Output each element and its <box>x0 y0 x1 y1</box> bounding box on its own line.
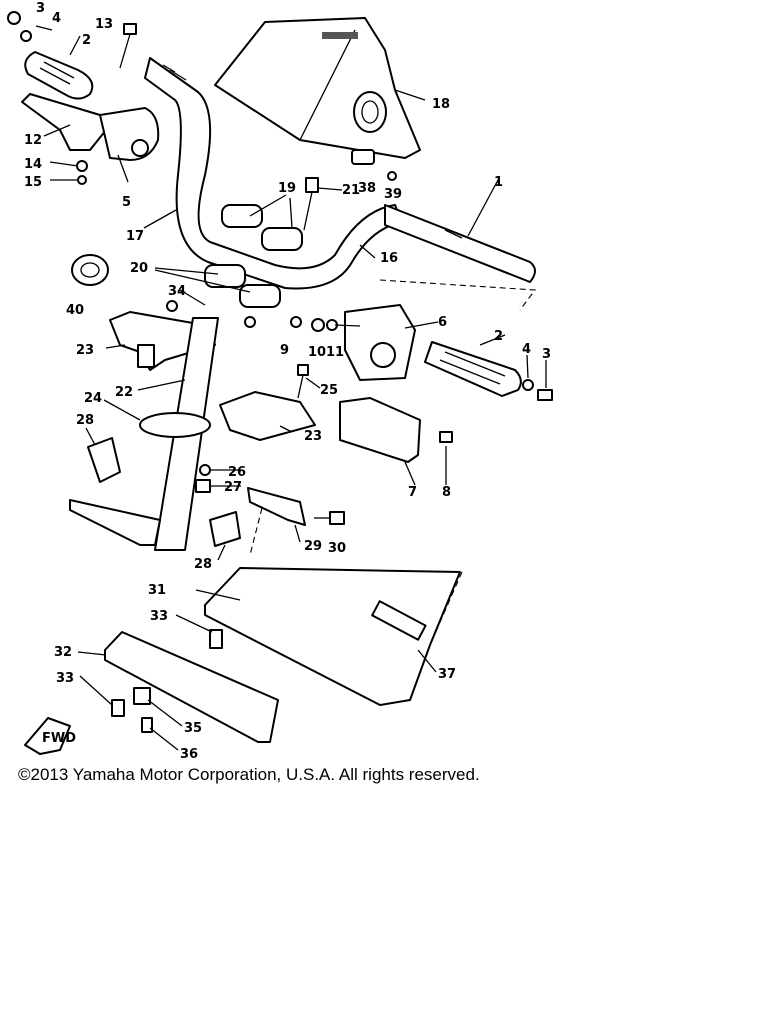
callout-3-right: 3 <box>542 347 551 362</box>
throttle-housing <box>344 304 416 381</box>
holder-bolt <box>303 177 319 231</box>
grip-end-bolt-left <box>7 11 32 42</box>
throttle-cover <box>339 397 421 463</box>
holder-upper <box>221 204 303 251</box>
callout-26: 26 <box>228 465 246 480</box>
callout-8: 8 <box>442 485 451 500</box>
callout-33: 33 <box>150 609 168 624</box>
clamp-ring <box>71 254 109 286</box>
callout-23-lower: 23 <box>304 429 322 444</box>
lever-pivot-bolt <box>119 23 137 69</box>
callout-20: 20 <box>130 261 148 276</box>
callout-16: 16 <box>380 251 398 266</box>
steering-column <box>139 317 219 551</box>
callout-11: 11 <box>326 345 344 360</box>
lower-bracket <box>104 631 279 743</box>
callout-37: 37 <box>438 667 456 682</box>
callout-28: 28 <box>76 413 94 428</box>
callout-27: 27 <box>224 480 242 495</box>
column-bracket-bolt <box>314 511 345 525</box>
handlebar-cover <box>214 17 421 159</box>
callout-4-right: 4 <box>522 342 531 357</box>
steering-bracket-lower <box>219 391 316 441</box>
callout-10: 10 <box>308 345 326 360</box>
lever-bracket <box>99 107 160 161</box>
callout-36: 36 <box>180 747 198 762</box>
callout-39: 39 <box>384 187 402 202</box>
callout-9: 9 <box>280 343 289 358</box>
holder-lower <box>204 264 281 308</box>
callout-17: 17 <box>126 229 144 244</box>
column-spring <box>195 464 211 493</box>
throttle-screw-set <box>290 316 361 332</box>
callout-3: 3 <box>36 1 45 16</box>
callout-5: 5 <box>122 195 131 210</box>
lower-bracket-nut <box>133 687 153 733</box>
callout-24: 24 <box>84 391 102 406</box>
callout-6: 6 <box>438 315 447 330</box>
callout-32: 32 <box>54 645 72 660</box>
callout-30: 30 <box>328 541 346 556</box>
callout-12: 12 <box>24 133 42 148</box>
callout-28-lower: 28 <box>194 557 212 572</box>
steering-bracket-upper <box>109 311 216 371</box>
bracket-bolt <box>297 364 309 399</box>
callout-25: 25 <box>320 383 338 398</box>
grip-right <box>424 341 522 397</box>
lever-nut <box>76 160 88 185</box>
callout-22: 22 <box>115 385 133 400</box>
callout-33-lower: 33 <box>56 671 74 686</box>
copyright-notice: ©2013 Yamaha Motor Corporation, U.S.A. A… <box>18 765 480 784</box>
column-bushing-lower <box>209 511 241 547</box>
callout-31: 31 <box>148 583 166 598</box>
throttle-tube <box>379 204 537 311</box>
callout-2: 2 <box>82 33 91 48</box>
callout-40: 40 <box>66 303 84 318</box>
callout-14: 14 <box>24 157 42 172</box>
callout-23: 23 <box>76 343 94 358</box>
callout-18: 18 <box>432 97 450 112</box>
callouts: 3 4 2 13 12 14 15 5 17 18 1 16 19 21 38 … <box>24 1 551 762</box>
callout-35: 35 <box>184 721 202 736</box>
pinch-bolt <box>166 300 256 328</box>
callout-21: 21 <box>342 183 360 198</box>
callout-19: 19 <box>278 181 296 196</box>
callout-15: 15 <box>24 175 42 190</box>
leader-lines <box>35 25 547 751</box>
steering-arm <box>69 499 161 546</box>
grip-left <box>24 51 94 100</box>
callout-4: 4 <box>52 11 61 26</box>
support-bolt-upper <box>209 629 223 649</box>
cover-clip <box>351 149 397 181</box>
column-bushing-upper <box>87 437 121 483</box>
support-bolt-lower <box>111 699 125 717</box>
callout-13: 13 <box>95 17 113 32</box>
callout-7: 7 <box>408 485 417 500</box>
callout-29: 29 <box>304 539 322 554</box>
fwd-label: FWD <box>42 731 76 746</box>
cover-screw <box>439 431 453 443</box>
grip-end-bolt-right <box>522 379 553 401</box>
callout-38: 38 <box>358 181 376 196</box>
callout-1: 1 <box>494 175 503 190</box>
support-bracket <box>204 567 461 706</box>
column-bracket <box>247 487 306 526</box>
callout-34: 34 <box>168 284 186 299</box>
brake-lever <box>21 93 111 151</box>
fwd-arrow-icon: FWD <box>24 717 76 755</box>
callout-2-right: 2 <box>494 329 503 344</box>
